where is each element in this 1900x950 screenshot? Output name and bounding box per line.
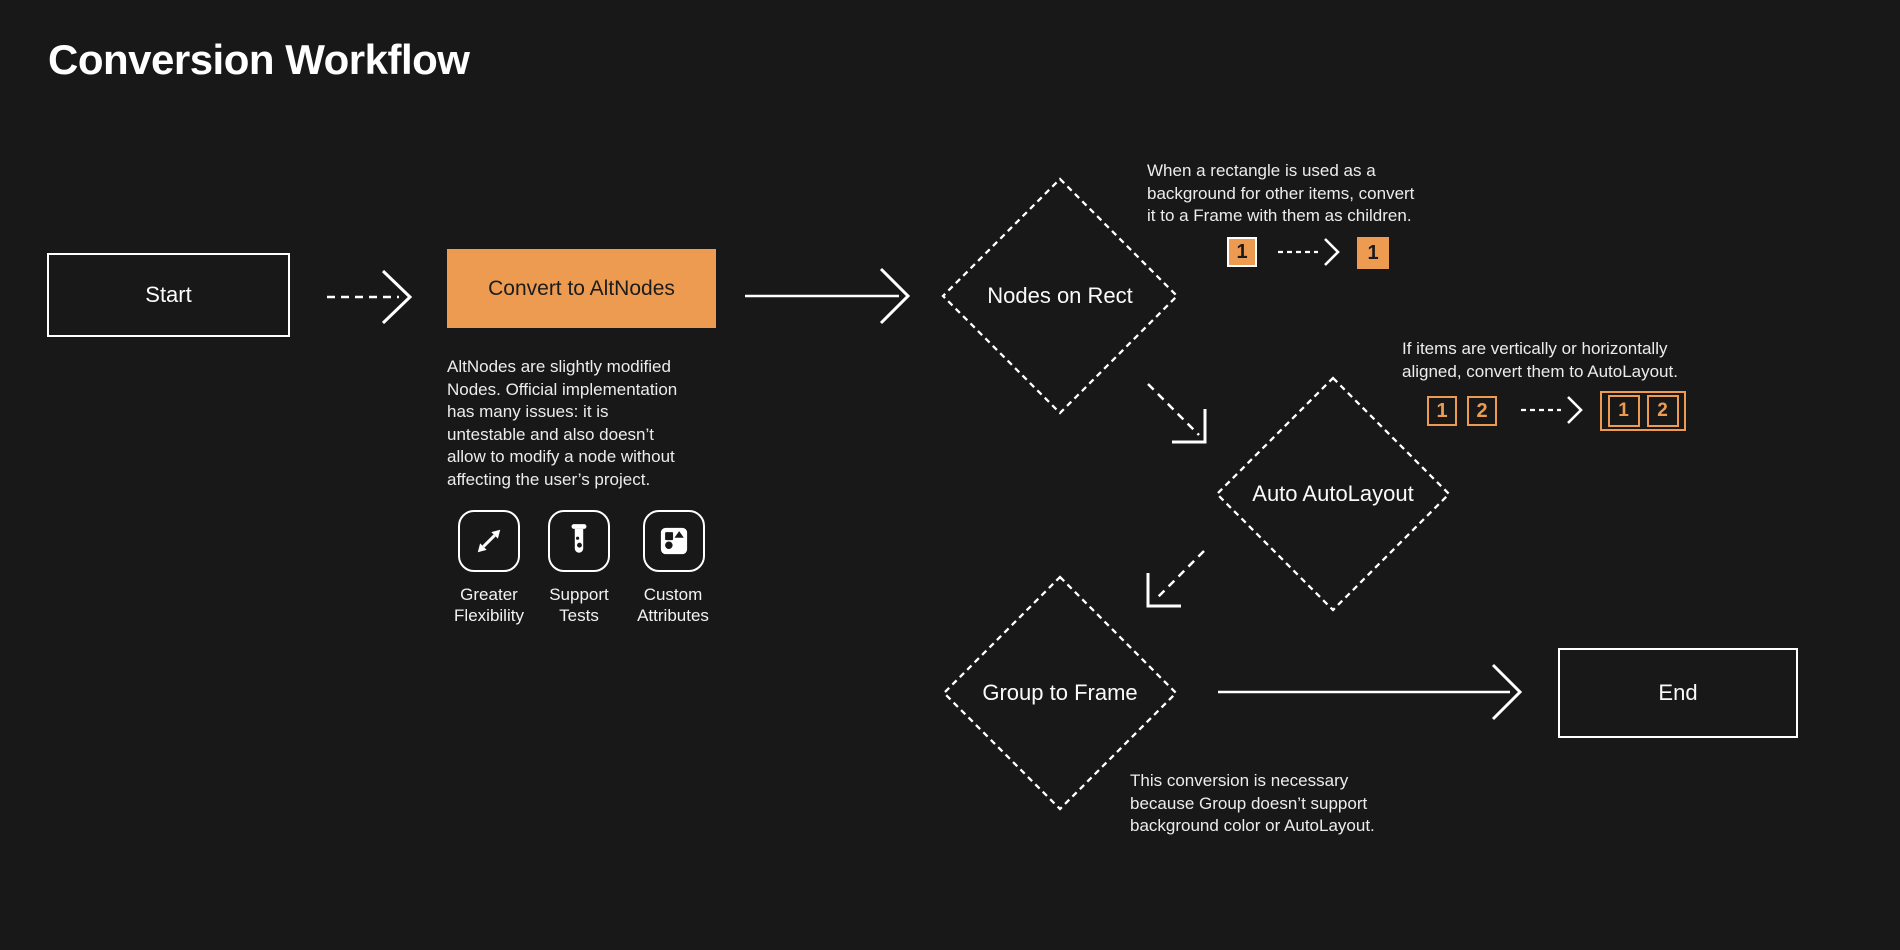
chip-align-after-1: 1 (1607, 395, 1640, 427)
arrow-nodesonrect-to-autolayout-line (1147, 383, 1200, 436)
arrow-autolayout-to-grouptoframe-line (1155, 550, 1205, 600)
node-end[interactable]: End (1558, 648, 1798, 738)
annotation-line: background for other items, convert (1147, 183, 1415, 203)
annotation-line: background color or AutoLayout. (1130, 816, 1375, 835)
description-line: AltNodes are slightly modified (447, 357, 671, 376)
node-convert-to-altnodes[interactable]: Convert to AltNodes (447, 249, 716, 328)
description-line: untestable and also doesn’t (447, 424, 654, 444)
feature-greater-flexibility-label: Greater Flexibility (454, 585, 524, 625)
chip-group-autolayout[interactable]: 1 2 (1600, 391, 1686, 431)
annotation-line: When a rectangle is used as a (1147, 161, 1376, 180)
arrow-start-to-convert-head (381, 269, 413, 325)
chip-rect-after[interactable]: 1 (1357, 237, 1389, 269)
arrow-nodesonrect-to-autolayout-head (1172, 409, 1207, 444)
node-start[interactable]: Start (47, 253, 290, 337)
chip-value: 1 (1236, 240, 1248, 263)
chip-value: 2 (1657, 400, 1668, 421)
description-line: has many issues: it is (447, 402, 609, 421)
annotation-line: because Group doesn’t support (1130, 793, 1368, 813)
chip-value: 1 (1367, 241, 1379, 264)
feature-custom-attributes-label: Custom Attributes (637, 585, 709, 625)
chip-align-after-2: 2 (1646, 395, 1679, 427)
node-group-to-frame[interactable]: Group to Frame (943, 576, 1177, 810)
diamond-auto-autolayout-outline (1215, 376, 1451, 612)
description-line: Nodes. Official implementation (447, 379, 678, 399)
annotation-nodes-on-rect: When a rectangle is used as a background… (1147, 160, 1414, 228)
arrow-convert-to-nodesonrect-head (879, 267, 911, 325)
feature-custom-attributes-tile[interactable] (643, 510, 705, 572)
feature-greater-flexibility-tile[interactable] (458, 510, 520, 572)
arrow-align-chips-head (1567, 396, 1583, 424)
annotation-auto-autolayout: If items are vertically or horizontally … (1402, 338, 1678, 383)
annotation-line: If items are vertically or horizontally (1402, 339, 1668, 358)
annotation-line: aligned, convert them to AutoLayout. (1402, 361, 1678, 381)
chip-align-before-2[interactable]: 2 (1467, 396, 1497, 426)
node-nodes-on-rect-label: Nodes on Rect (987, 283, 1133, 308)
diamond-nodes-on-rect-outline (941, 177, 1179, 415)
arrow-grouptoframe-to-end-head (1491, 663, 1523, 721)
description-line: affecting the user’s project. (447, 469, 651, 489)
chip-align-before-1[interactable]: 1 (1427, 396, 1457, 426)
chip-value: 1 (1436, 399, 1448, 422)
annotation-line: it to a Frame with them as children. (1147, 206, 1412, 225)
test-tube-icon (571, 524, 587, 553)
chip-rect-before[interactable]: 1 (1227, 237, 1257, 267)
diamond-group-to-frame-outline (942, 575, 1178, 811)
shapes-icon (660, 527, 688, 555)
annotation-line: This conversion is necessary (1130, 771, 1349, 790)
description-line: allow to modify a node without (447, 447, 675, 466)
arrow-rect-chips-head (1324, 238, 1340, 266)
node-end-label: End (1658, 680, 1698, 705)
node-nodes-on-rect[interactable]: Nodes on Rect (943, 179, 1177, 413)
expand-diagonal-arrows-icon (477, 529, 501, 553)
chip-value: 2 (1476, 399, 1488, 422)
annotation-group-to-frame: This conversion is necessary because Gro… (1130, 770, 1375, 838)
node-group-to-frame-label: Group to Frame (982, 680, 1138, 705)
arrow-autolayout-to-grouptoframe-head (1146, 573, 1181, 608)
feature-support-tests-label: Support Tests (549, 585, 609, 625)
convert-description: AltNodes are slightly modified Nodes. Of… (447, 356, 757, 491)
node-start-label: Start (145, 282, 192, 307)
feature-support-tests-tile[interactable] (548, 510, 610, 572)
node-auto-autolayout-label: Auto AutoLayout (1252, 481, 1414, 506)
page-title: Conversion Workflow (48, 36, 470, 83)
chip-value: 1 (1618, 400, 1629, 421)
node-auto-autolayout[interactable]: Auto AutoLayout (1216, 377, 1450, 611)
node-convert-label: Convert to AltNodes (488, 276, 675, 300)
